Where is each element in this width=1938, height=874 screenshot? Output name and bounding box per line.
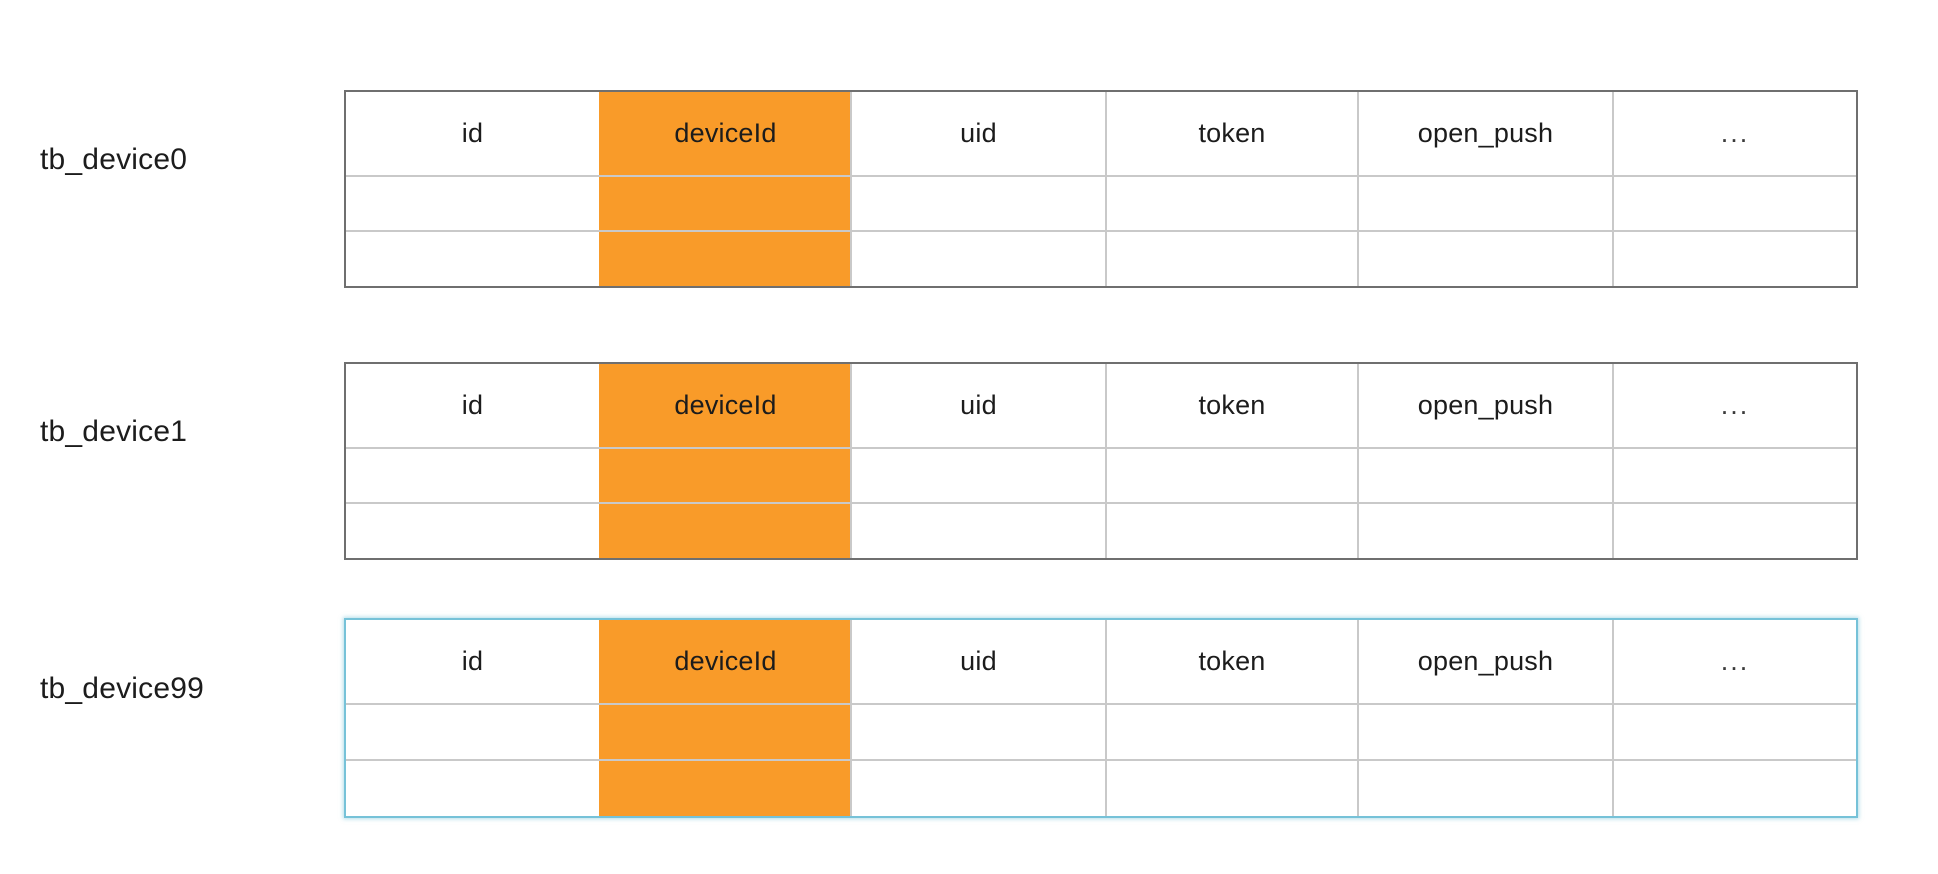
cell-deviceid (599, 177, 850, 230)
cell-token (1105, 705, 1357, 759)
table-label-1: tb_device1 (40, 415, 188, 448)
cell-uid (850, 705, 1105, 759)
cell-uid (850, 232, 1105, 286)
table-row (346, 759, 1856, 816)
cell-id (346, 177, 599, 230)
cell-open-push (1357, 504, 1612, 558)
column-header-deviceid: deviceId (599, 364, 850, 447)
table-row (346, 175, 1856, 230)
column-header-token: token (1105, 364, 1357, 447)
cell-id (346, 449, 599, 502)
cell-deviceid (599, 504, 850, 558)
column-header-open-push: open_push (1357, 364, 1612, 447)
cell-open-push (1357, 232, 1612, 286)
cell-id (346, 232, 599, 286)
table-row (346, 447, 1856, 502)
cell-deviceid (599, 761, 850, 816)
cell-id (346, 705, 599, 759)
cell-open-push (1357, 177, 1612, 230)
column-header-ellipsis: ... (1612, 364, 1856, 447)
table-grid-99: id deviceId uid token open_push ... (344, 618, 1858, 818)
cell-deviceid (599, 705, 850, 759)
table-row (346, 502, 1856, 558)
cell-token (1105, 449, 1357, 502)
column-header-deviceid: deviceId (599, 620, 850, 703)
cell-id (346, 504, 599, 558)
table-label-0: tb_device0 (40, 143, 188, 176)
table-header-row: id deviceId uid token open_push ... (346, 620, 1856, 703)
cell-uid (850, 761, 1105, 816)
column-header-token: token (1105, 620, 1357, 703)
cell-ellipsis (1612, 177, 1856, 230)
cell-ellipsis (1612, 705, 1856, 759)
cell-ellipsis (1612, 449, 1856, 502)
table-block-99: tb_device99 id deviceId uid token open_p… (0, 618, 1938, 818)
column-header-ellipsis: ... (1612, 620, 1856, 703)
cell-uid (850, 449, 1105, 502)
column-header-ellipsis: ... (1612, 92, 1856, 175)
cell-token (1105, 232, 1357, 286)
column-header-id: id (461, 390, 484, 420)
cell-open-push (1357, 449, 1612, 502)
cell-uid (850, 177, 1105, 230)
cell-deviceid (599, 232, 850, 286)
table-grid-0: id deviceId uid token open_push ... (344, 90, 1858, 288)
cell-deviceid (599, 449, 850, 502)
table-row (346, 703, 1856, 759)
table-block-1: tb_device1 id deviceId uid token open_pu… (0, 362, 1938, 560)
column-header-id: id (461, 118, 484, 148)
cell-token (1105, 761, 1357, 816)
column-header-open-push: open_push (1357, 620, 1612, 703)
column-header-token: token (1105, 92, 1357, 175)
cell-token (1105, 504, 1357, 558)
cell-token (1105, 177, 1357, 230)
column-header-uid: uid (850, 92, 1105, 175)
table-label-99: tb_device99 (40, 672, 204, 705)
column-header-uid: uid (850, 620, 1105, 703)
column-header-open-push: open_push (1357, 92, 1612, 175)
cell-id (346, 761, 599, 816)
table-block-0: tb_device0 id deviceId uid token open_pu… (0, 90, 1938, 288)
column-header-uid: uid (850, 364, 1105, 447)
table-grid-1: id deviceId uid token open_push ... (344, 362, 1858, 560)
cell-open-push (1357, 705, 1612, 759)
column-header-deviceid: deviceId (599, 92, 850, 175)
table-header-row: id deviceId uid token open_push ... (346, 364, 1856, 447)
table-header-row: id deviceId uid token open_push ... (346, 92, 1856, 175)
cell-ellipsis (1612, 232, 1856, 286)
column-header-id: id (461, 646, 484, 676)
cell-ellipsis (1612, 504, 1856, 558)
cell-ellipsis (1612, 761, 1856, 816)
table-row (346, 230, 1856, 286)
cell-open-push (1357, 761, 1612, 816)
cell-uid (850, 504, 1105, 558)
